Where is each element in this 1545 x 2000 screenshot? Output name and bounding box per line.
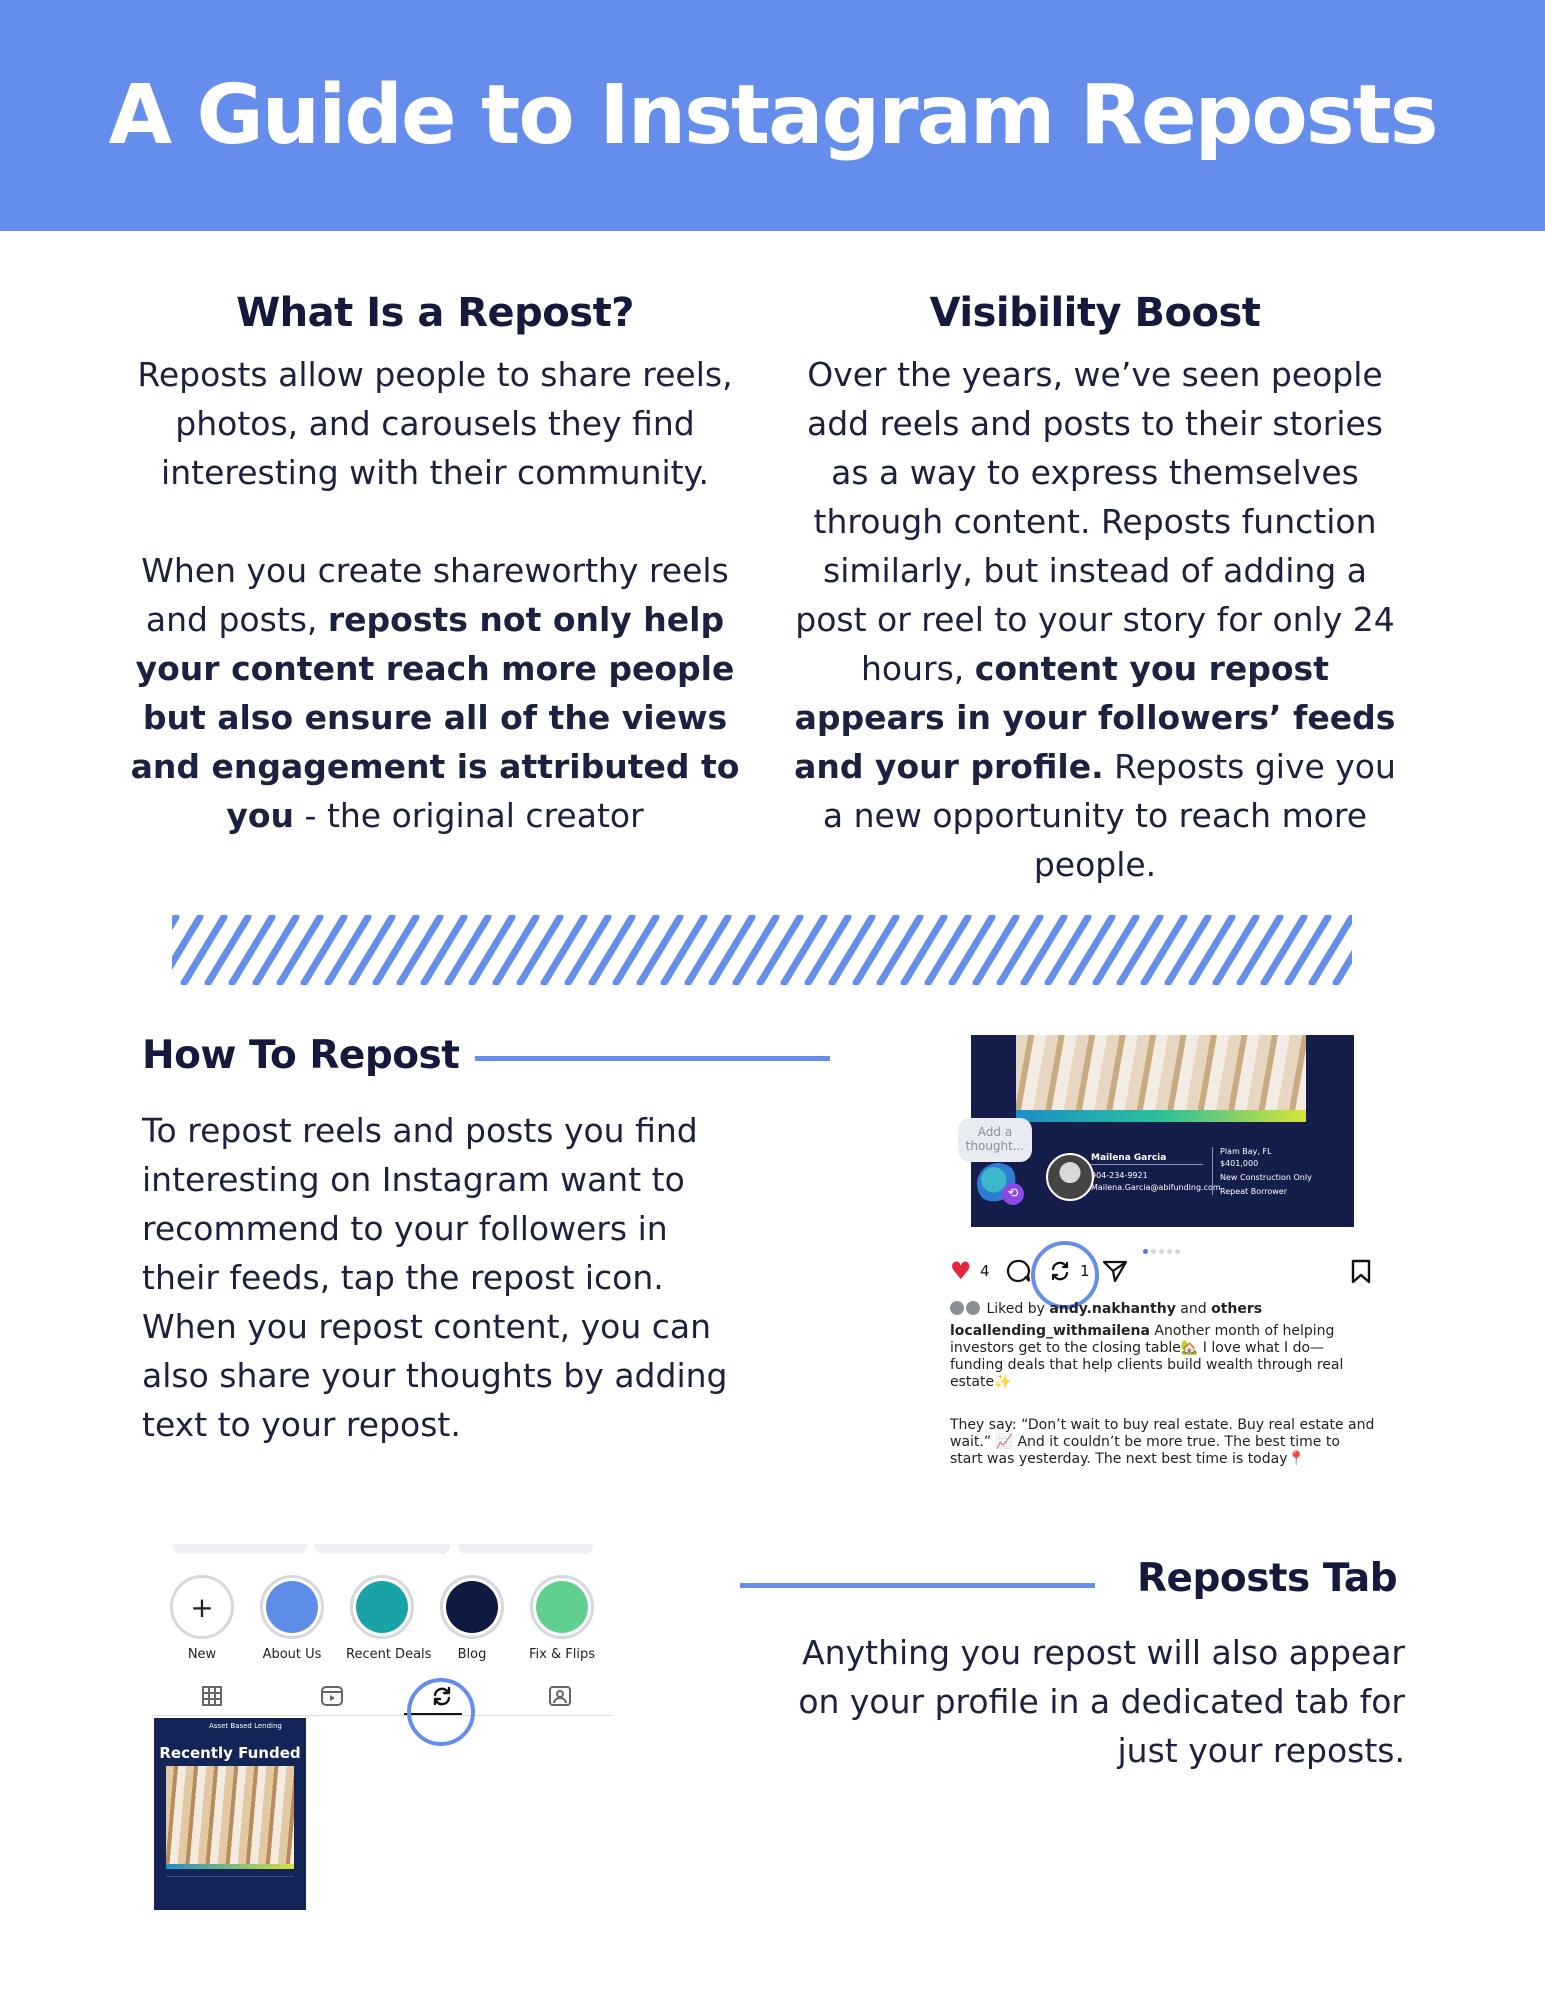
repost-badge-icon: ⟲	[1002, 1183, 1024, 1205]
how-to-repost-heading: How To Repost	[142, 1033, 460, 1078]
highlight-label: Blog	[457, 1647, 487, 1662]
visibility-boost-section: Visibility Boost Over the years, we’ve s…	[790, 290, 1400, 889]
construction-photo	[1016, 1035, 1306, 1117]
like-count: 4	[980, 1262, 990, 1280]
visibility-text-bold: content you repost appears in your follo…	[794, 649, 1396, 786]
agent-name: Mailena Garcia	[1091, 1153, 1167, 1163]
highlight-label: New	[187, 1647, 217, 1662]
comment-icon[interactable]	[1005, 1258, 1031, 1284]
how-to-repost-rule	[475, 1056, 830, 1061]
what-is-repost-section: What Is a Repost? Reposts allow people t…	[130, 290, 740, 840]
para2-end: - the original creator	[304, 796, 644, 835]
what-is-repost-para1: Reposts allow people to share reels, pho…	[137, 355, 733, 492]
gradient-bar	[1016, 1110, 1306, 1122]
brand-logo: Asset Based Lending	[209, 1722, 282, 1730]
liker-avatar	[950, 1301, 964, 1315]
bookmark-icon[interactable]	[1350, 1259, 1372, 1285]
deal-type: New Construction Only	[1220, 1173, 1312, 1182]
grid-post-footer	[166, 1876, 294, 1903]
how-to-repost-body: To repost reels and posts you find inter…	[142, 1111, 728, 1444]
chat-icon	[446, 1581, 498, 1633]
post-image: Mailena Garcia 904-234-9921 Mailena.Garc…	[971, 1035, 1354, 1227]
grid-icon[interactable]	[192, 1685, 232, 1707]
repost-highlight-ring	[1031, 1241, 1099, 1309]
agent-phone: 904-234-9921	[1091, 1171, 1148, 1180]
post-actions: ♥ 4 1	[950, 1256, 1380, 1292]
liked-by-and: and	[1180, 1301, 1207, 1317]
liker-avatar	[966, 1301, 980, 1315]
highlight-blog[interactable]: Blog	[436, 1575, 508, 1662]
house-icon	[536, 1581, 588, 1633]
profile-tabs	[152, 1675, 612, 1716]
add-thought-bubble[interactable]: Add a thought...	[958, 1118, 1032, 1162]
plus-icon: +	[170, 1575, 234, 1639]
deal-location: Plam Bay, FL	[1220, 1147, 1272, 1156]
liked-by-prefix: Liked by	[986, 1301, 1045, 1317]
agent-email: Mailena.Garcia@abifunding.com	[1091, 1183, 1221, 1192]
agent-name-underline	[1091, 1164, 1203, 1165]
visibility-boost-heading: Visibility Boost	[929, 290, 1261, 336]
highlight-new[interactable]: + New	[166, 1575, 238, 1662]
key-icon	[356, 1581, 408, 1633]
carousel-dots	[1143, 1239, 1183, 1258]
highlight-label: Recent Deals	[346, 1647, 432, 1662]
agent-avatar	[1046, 1153, 1094, 1201]
visibility-text-start: Over the years, we’ve seen people add re…	[795, 355, 1395, 688]
highlight-label: About Us	[262, 1647, 322, 1662]
what-is-repost-para2: When you create shareworthy reels and po…	[130, 546, 740, 840]
reposts-tab-rule	[740, 1583, 1095, 1588]
para2-bold: reposts not only help your content reach…	[130, 600, 740, 835]
post-caption-continued: They say: “Don’t wait to buy real estate…	[950, 1417, 1375, 1467]
reposts-tab-body: Anything you repost will also appear on …	[798, 1633, 1405, 1770]
page-title: A Guide to Instagram Reposts	[108, 68, 1438, 163]
page-header: A Guide to Instagram Reposts	[0, 0, 1545, 231]
instagram-post-mock: Mailena Garcia 904-234-9921 Mailena.Garc…	[950, 1033, 1380, 1478]
caption-text: Another month of helping investors get t…	[950, 1323, 1344, 1390]
highlight-about-us[interactable]: About Us	[256, 1575, 328, 1662]
liked-by: Liked by andy.nakhanthy and others	[950, 1301, 1262, 1317]
liked-by-others[interactable]: others	[1211, 1301, 1263, 1317]
heart-icon[interactable]: ♥	[950, 1257, 972, 1285]
share-icon[interactable]	[1102, 1259, 1128, 1283]
liked-by-user[interactable]: andy.nakhanthy	[1049, 1301, 1176, 1317]
grid-post-photo	[166, 1766, 294, 1866]
folder-icon	[266, 1581, 318, 1633]
highlight-label: Fix & Flips	[529, 1647, 595, 1662]
visibility-boost-text: Over the years, we’ve seen people add re…	[790, 350, 1400, 889]
grid-post-title: Recently Funded	[159, 1744, 301, 1762]
highlight-recent-deals[interactable]: Recent Deals	[346, 1575, 432, 1662]
repost-tab-highlight-ring	[407, 1678, 475, 1746]
tagged-icon[interactable]	[540, 1685, 580, 1707]
what-is-repost-heading: What Is a Repost?	[236, 290, 634, 336]
deal-amount: $401,000	[1220, 1159, 1259, 1168]
para2-start: When you create shareworthy reels and po…	[141, 551, 729, 639]
visibility-text-end: Reposts give you a new opportunity to re…	[822, 747, 1396, 884]
reposted-grid-post[interactable]: Asset Based Lending Recently Funded	[154, 1718, 306, 1910]
reels-icon[interactable]	[312, 1685, 352, 1707]
caption-username[interactable]: locallending_withmailena	[950, 1323, 1150, 1339]
stripe-divider	[172, 915, 1352, 985]
deal-borrower: Repeat Borrower	[1220, 1187, 1287, 1196]
reposts-tab-heading: Reposts Tab	[1137, 1556, 1398, 1601]
info-divider	[1212, 1147, 1213, 1195]
highlight-fix-flips[interactable]: Fix & Flips	[526, 1575, 598, 1662]
instagram-profile-mock: + New About Us Recent Deals Blog Fix & F…	[152, 1540, 614, 1930]
grid-post-gradient-bar	[166, 1864, 294, 1869]
post-caption: locallending_withmailena Another month o…	[950, 1323, 1375, 1391]
